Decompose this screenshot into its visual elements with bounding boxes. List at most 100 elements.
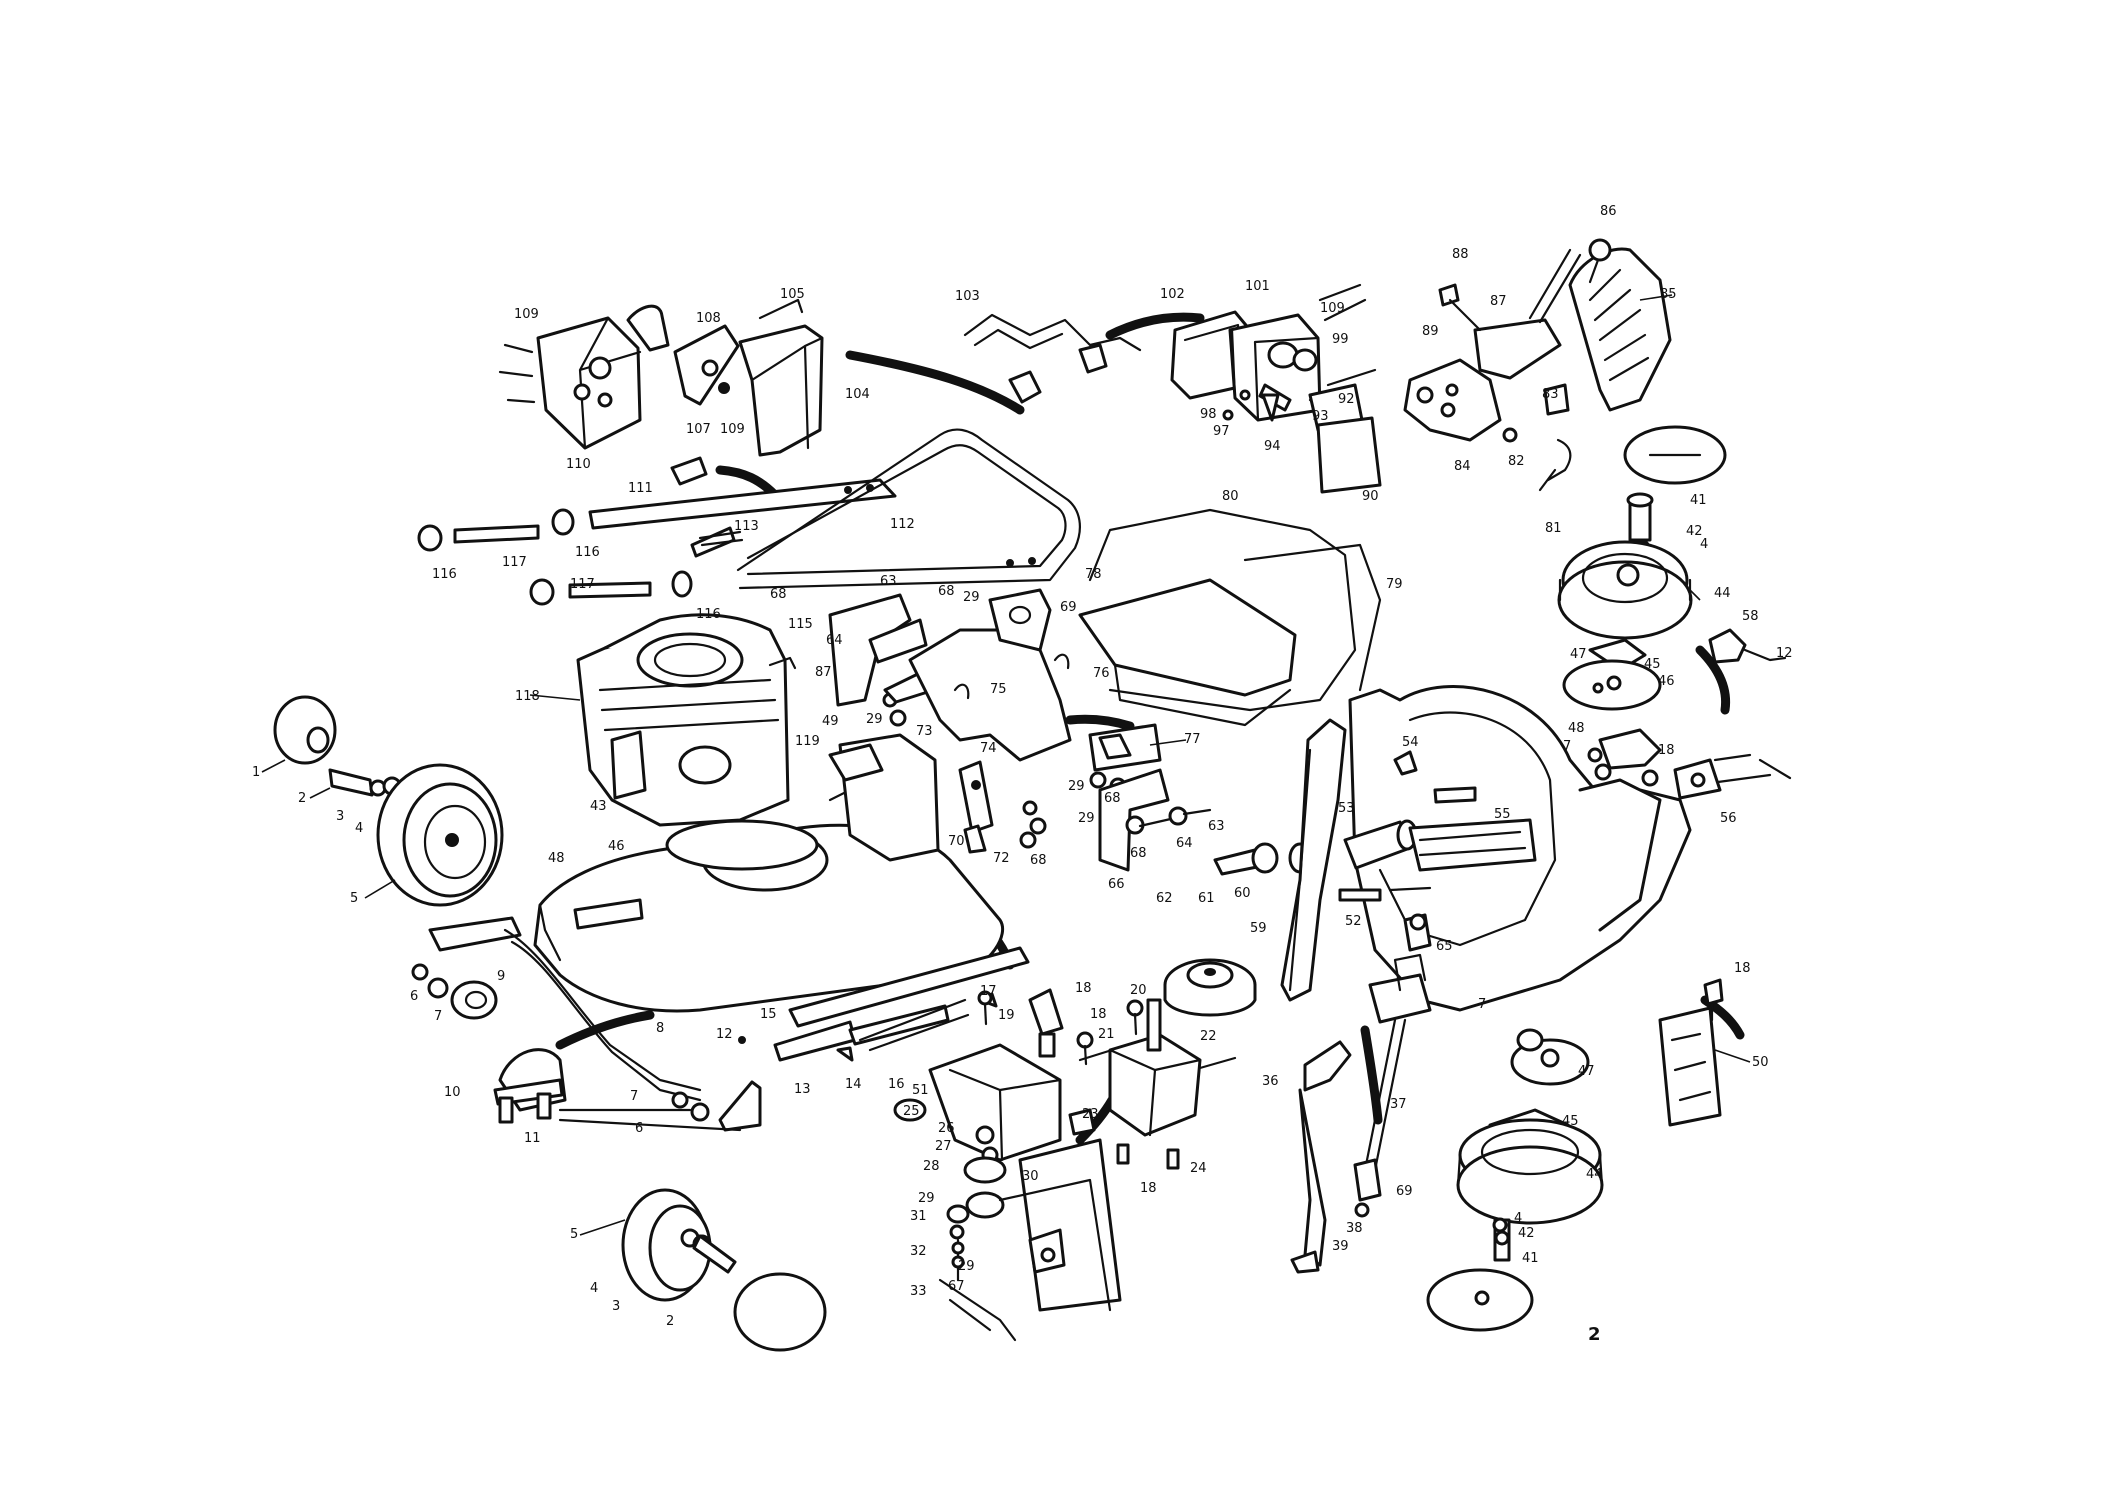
callout-87b: 87 bbox=[815, 665, 832, 680]
callout-84: 84 bbox=[1454, 459, 1471, 474]
callout-66: 66 bbox=[1108, 877, 1125, 892]
callout-68e: 68 bbox=[938, 584, 955, 599]
callout-113: 113 bbox=[734, 519, 759, 534]
callout-9: 9 bbox=[497, 969, 505, 984]
wheel-left-rear bbox=[621, 1188, 827, 1352]
callout-82: 82 bbox=[1508, 454, 1525, 469]
wheel-right-front bbox=[1557, 425, 1727, 711]
callout-42b: 42 bbox=[1518, 1226, 1535, 1241]
callout-68c: 68 bbox=[1030, 853, 1047, 868]
callout-18d: 18 bbox=[1658, 743, 1675, 758]
callout-64: 64 bbox=[826, 633, 843, 648]
callout-29d: 29 bbox=[963, 590, 980, 605]
callout-41: 41 bbox=[1690, 493, 1707, 508]
callout-41b: 41 bbox=[1522, 1251, 1539, 1266]
callout-15: 15 bbox=[760, 1007, 777, 1022]
callout-68: 68 bbox=[1130, 846, 1147, 861]
callout-112: 112 bbox=[890, 517, 915, 532]
callout-7b: 7 bbox=[630, 1089, 638, 1104]
callout-87: 87 bbox=[1490, 294, 1507, 309]
callout-47b: 47 bbox=[1578, 1064, 1595, 1079]
callout-79: 79 bbox=[1386, 577, 1403, 592]
height-adjuster-right bbox=[1587, 628, 1792, 800]
callout-103: 103 bbox=[955, 289, 980, 304]
assembly-arrows bbox=[555, 312, 1745, 1145]
callout-24: 24 bbox=[1190, 1161, 1207, 1176]
callout-68b: 68 bbox=[1104, 791, 1121, 806]
callout-75: 75 bbox=[990, 682, 1007, 697]
callout-85: 85 bbox=[1660, 287, 1677, 302]
callout-32: 32 bbox=[910, 1244, 927, 1259]
callout-20: 20 bbox=[1130, 983, 1147, 998]
blade-assembly bbox=[1213, 718, 1347, 1002]
callout-42: 42 bbox=[1686, 524, 1703, 539]
callout-6b: 6 bbox=[635, 1121, 643, 1136]
callout-108: 108 bbox=[696, 311, 721, 326]
callout-119: 119 bbox=[795, 734, 820, 749]
callout-29b: 29 bbox=[958, 1259, 975, 1274]
callout-29f: 29 bbox=[1078, 811, 1095, 826]
callout-73: 73 bbox=[916, 724, 933, 739]
callout-6: 6 bbox=[410, 989, 418, 1004]
callout-104: 104 bbox=[845, 387, 870, 402]
callout-118: 118 bbox=[515, 689, 540, 704]
callout-2b: 2 bbox=[666, 1314, 674, 1329]
callout-64b: 64 bbox=[1176, 836, 1193, 851]
drive-cable bbox=[1290, 913, 1432, 1274]
callout-80: 80 bbox=[1222, 489, 1239, 504]
callout-18c: 18 bbox=[1140, 1181, 1157, 1196]
callout-70: 70 bbox=[948, 834, 965, 849]
callout-4d: 4 bbox=[1514, 1211, 1522, 1226]
wheel-right-rear bbox=[1426, 978, 1724, 1332]
callout-14: 14 bbox=[845, 1077, 862, 1092]
callout-61: 61 bbox=[1198, 891, 1215, 906]
callout-67: 67 bbox=[948, 1279, 965, 1294]
callout-58: 58 bbox=[1742, 609, 1759, 624]
callout-86: 86 bbox=[1600, 204, 1617, 219]
callout-18b: 18 bbox=[1090, 1007, 1107, 1022]
callout-89: 89 bbox=[1422, 324, 1439, 339]
callout-62: 62 bbox=[1156, 891, 1173, 906]
electrical-switch-box bbox=[1170, 283, 1382, 494]
callout-17: 17 bbox=[980, 984, 997, 999]
callout-36: 36 bbox=[1262, 1074, 1279, 1089]
callout-78: 78 bbox=[1085, 567, 1102, 582]
callout-56: 56 bbox=[1720, 811, 1737, 826]
callout-10: 10 bbox=[444, 1085, 461, 1100]
callout-3b: 3 bbox=[612, 1299, 620, 1314]
transmission bbox=[1068, 998, 1237, 1170]
callout-109: 109 bbox=[514, 307, 539, 322]
callout-92: 92 bbox=[1338, 392, 1355, 407]
callout-16: 16 bbox=[888, 1077, 905, 1092]
callout-46b: 46 bbox=[608, 839, 625, 854]
callout-25: 25 bbox=[903, 1104, 920, 1119]
callout-48b: 48 bbox=[548, 851, 565, 866]
callout-5b: 5 bbox=[570, 1227, 578, 1242]
callout-37: 37 bbox=[1390, 1097, 1407, 1112]
callout-102: 102 bbox=[1160, 287, 1185, 302]
callout-59: 59 bbox=[1250, 921, 1267, 936]
callout-19: 19 bbox=[998, 1008, 1015, 1023]
callout-63b: 63 bbox=[1208, 819, 1225, 834]
callout-39: 39 bbox=[1332, 1239, 1349, 1254]
callout-18e: 18 bbox=[1734, 961, 1751, 976]
callout-5: 5 bbox=[350, 891, 358, 906]
callout-27: 27 bbox=[935, 1139, 952, 1154]
callout-46: 46 bbox=[1658, 674, 1675, 689]
callout-43: 43 bbox=[590, 799, 607, 814]
rear-flap-assembly bbox=[828, 588, 1212, 872]
callout-47: 47 bbox=[1570, 647, 1587, 662]
callout-7d: 7 bbox=[1478, 997, 1486, 1012]
page-number: 2 bbox=[1588, 1324, 1601, 1345]
wheel-left-front bbox=[273, 695, 504, 907]
callout-7: 7 bbox=[434, 1009, 442, 1024]
drive-linkage bbox=[738, 946, 1030, 1062]
callout-117b: 117 bbox=[570, 577, 595, 592]
callout-29c: 29 bbox=[1068, 779, 1085, 794]
callout-93: 93 bbox=[1312, 409, 1329, 424]
leader-lines bbox=[261, 294, 1751, 1236]
callout-12b: 12 bbox=[1776, 646, 1793, 661]
callout-52: 52 bbox=[1345, 914, 1362, 929]
grass-bag bbox=[1078, 508, 1382, 727]
